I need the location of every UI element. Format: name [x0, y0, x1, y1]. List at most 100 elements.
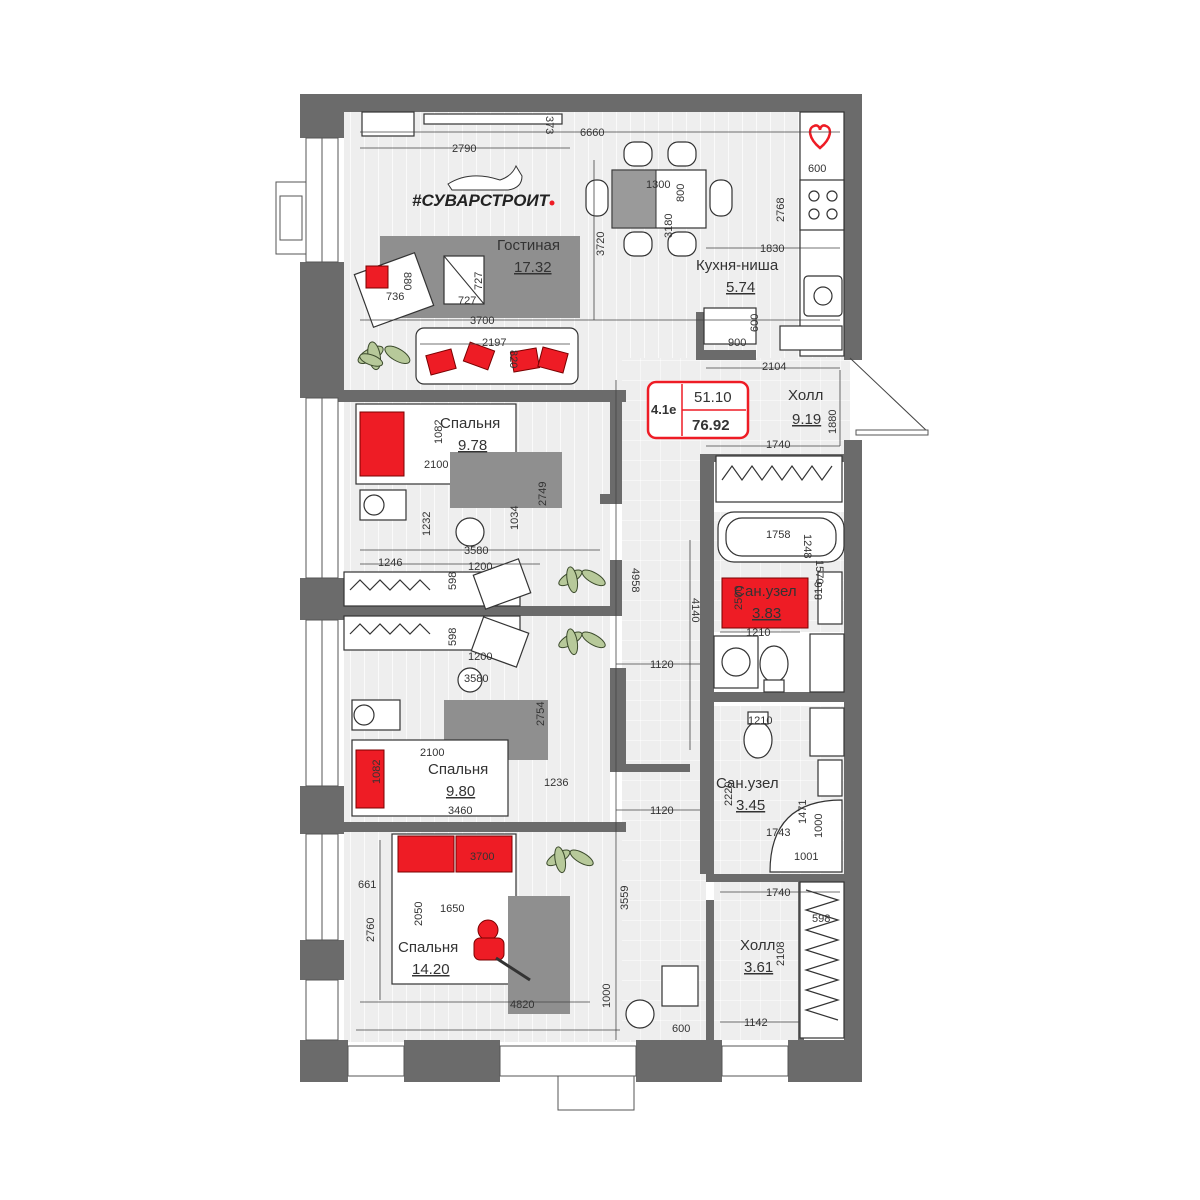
bed1-desk — [472, 558, 532, 610]
plant-icon — [558, 628, 606, 656]
bed2-chair — [457, 667, 483, 693]
wall-bed1-notch — [600, 494, 622, 504]
window-bed3-b — [305, 979, 339, 1041]
bed1-furniture — [343, 403, 606, 610]
dim-1001: 1001 — [794, 851, 818, 863]
wall-bath2-bottom — [706, 874, 844, 882]
sofa-cushion-4 — [537, 346, 569, 374]
chair-2 — [667, 141, 697, 167]
person-icon — [473, 919, 531, 982]
chair-4 — [667, 231, 697, 257]
dim-600-shelf: 600 — [749, 314, 761, 332]
dim-880: 880 — [401, 272, 413, 290]
dim-2760: 2760 — [365, 918, 377, 942]
wall-corner-tl — [300, 94, 344, 138]
dim-2500: 2500 — [733, 586, 745, 610]
dim-1200-a: 1200 — [468, 561, 492, 573]
bath1-shelf — [809, 633, 845, 693]
dim-598-b: 598 — [447, 628, 459, 646]
hob — [799, 179, 845, 231]
dim-1000-a: 1000 — [813, 814, 825, 838]
living-area-total: 51.10 — [694, 389, 732, 406]
dim-3700-a: 3700 — [470, 315, 494, 327]
dim-727-a: 727 — [473, 272, 485, 290]
kitchen-furniture — [703, 111, 845, 357]
cat-icon — [447, 164, 523, 191]
chair-6 — [709, 179, 733, 217]
bed3-rug — [508, 896, 570, 1014]
brand-logo: #СУВАРСТРОИТ — [412, 191, 551, 210]
bed1-pillows — [359, 411, 405, 477]
dim-6660: 6660 — [580, 127, 604, 139]
bed2-area: 9.80 — [446, 783, 475, 800]
entry-door[interactable] — [855, 429, 929, 436]
wall-bottom-2 — [636, 1040, 722, 1082]
bed3-name: Спальня — [398, 939, 458, 956]
toilet-2 — [743, 721, 773, 759]
bed2-furniture — [343, 615, 606, 817]
wall-kitchen-left — [696, 312, 704, 356]
dim-1570: 1570 — [813, 560, 825, 584]
dim-4140: 4140 — [689, 598, 701, 622]
dim-2197: 2197 — [482, 337, 506, 349]
windows — [275, 137, 929, 1111]
dim-4958: 4958 — [629, 568, 641, 592]
dim-598-c: 598 — [812, 913, 830, 925]
room-labels: Гостиная 17.32 Кухня-ниша 5.74 Холл 9.19… — [398, 237, 823, 978]
dim-2050: 2050 — [413, 902, 425, 926]
plant-icon — [357, 341, 411, 371]
wall-top — [300, 94, 862, 112]
dim-600-kitchen: 600 — [808, 163, 826, 175]
dim-1210-a: 1210 — [746, 627, 770, 639]
sofa-cushion-1 — [425, 348, 457, 376]
dim-1082-b: 1082 — [371, 760, 383, 784]
dim-2754: 2754 — [535, 702, 547, 726]
chair-3 — [623, 231, 653, 257]
dim-2108: 2108 — [775, 942, 787, 966]
wall-bottom-3 — [788, 1040, 862, 1082]
wall-hall2-left — [706, 900, 714, 1040]
wall-living-bed1 — [334, 390, 626, 402]
bed3-furniture — [391, 833, 699, 1029]
bath2-sink — [817, 759, 843, 797]
heart-icon — [808, 124, 832, 150]
dim-1740-a: 1740 — [766, 439, 790, 451]
dim-1248: 1248 — [801, 534, 813, 558]
window-bottom-3 — [721, 1045, 789, 1077]
dim-3580-a: 3580 — [464, 545, 488, 557]
dim-598-a: 598 — [447, 572, 459, 590]
wall-bath-divider — [700, 692, 844, 702]
dim-373: 373 — [543, 116, 555, 134]
wall-right-upper — [844, 94, 862, 360]
kitchen-counter — [799, 111, 845, 357]
bath2-name: Сан.узел — [716, 775, 779, 792]
dim-1743: 1743 — [766, 827, 790, 839]
dim-1232: 1232 — [421, 512, 433, 536]
wall-bed2-bed3 — [334, 822, 626, 832]
dimension-labels: 6660 2790 373 1300 800 3180 3720 600 276… — [358, 116, 839, 1035]
bed3-chair — [625, 999, 655, 1029]
dim-3700-b: 3700 — [470, 851, 494, 863]
fridge — [703, 307, 757, 345]
bath2-shelf — [809, 707, 845, 757]
bath1-area: 3.83 — [752, 605, 781, 622]
bed1-chair — [455, 517, 485, 547]
bed2-pillows — [355, 749, 385, 809]
bath-furniture — [713, 455, 845, 1039]
dim-1246: 1246 — [378, 557, 402, 569]
wall-right-lower — [844, 440, 862, 1082]
dim-727-b: 727 — [458, 295, 476, 307]
hall2-floor — [714, 882, 798, 1040]
bath1-sink — [817, 571, 843, 625]
corridor-floor — [622, 358, 706, 1040]
bed3-pillow-1 — [397, 835, 455, 873]
dim-1034: 1034 — [509, 506, 521, 530]
dim-2790: 2790 — [452, 143, 476, 155]
area-badge: 4.1e 51.10 76.92 — [646, 380, 750, 440]
apartment-code: 4.1e — [651, 402, 676, 417]
bed3-area: 14.20 — [412, 961, 450, 978]
kitchen-name: Кухня-ниша — [696, 257, 779, 274]
dim-1880: 1880 — [827, 410, 839, 434]
bed1-name: Спальня — [440, 415, 500, 432]
